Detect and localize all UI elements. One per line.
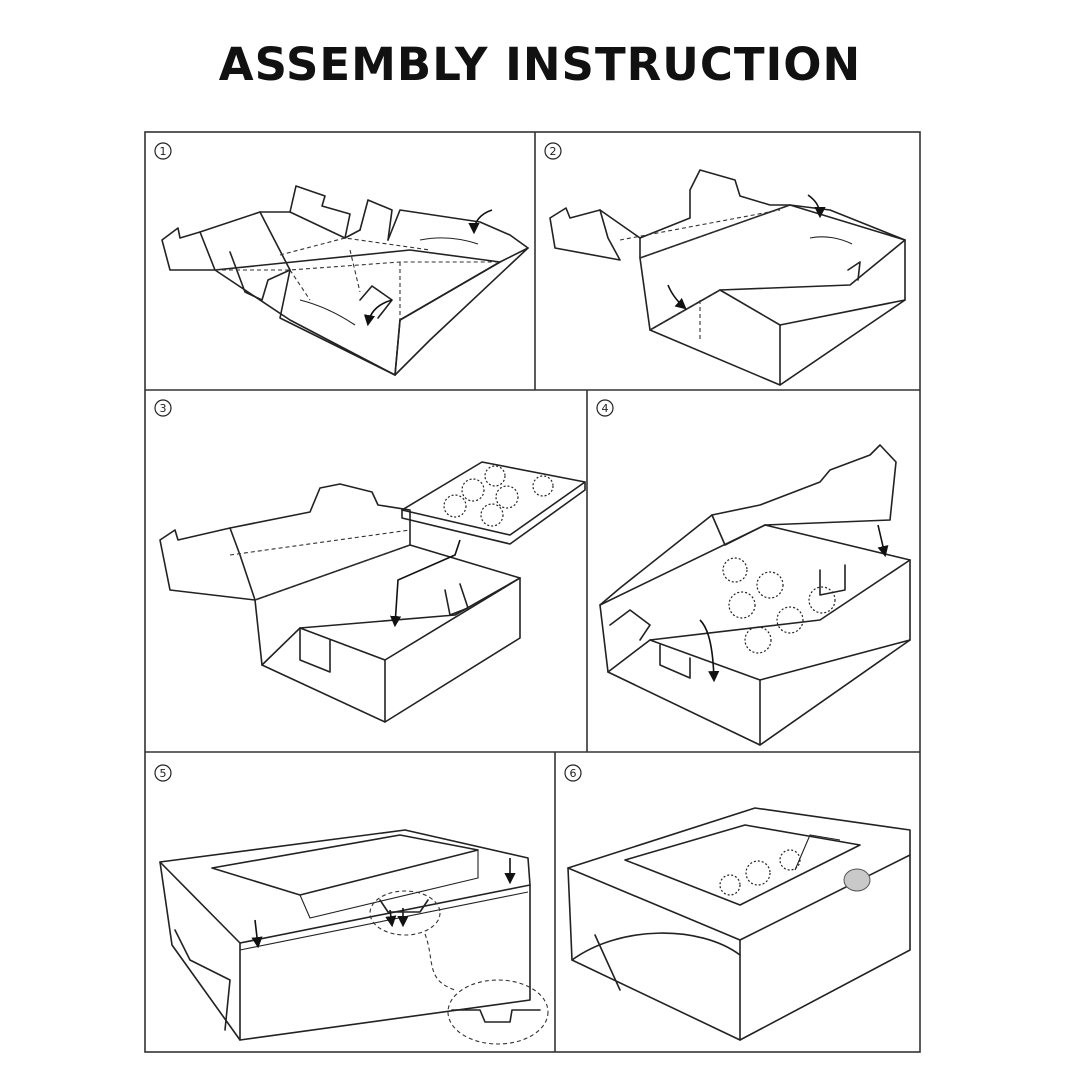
svg-text:4: 4 (602, 402, 609, 415)
step-badge-5: 5 (154, 764, 172, 782)
step-3-illustration (159, 461, 586, 723)
step-badge-1: 1 (154, 142, 172, 160)
step-5-illustration (159, 829, 549, 1045)
panel-frames (144, 131, 921, 1053)
svg-text:2: 2 (550, 145, 557, 158)
step-badge-2: 2 (544, 142, 562, 160)
tray-cup-holes (443, 465, 554, 527)
box-cup-holes (722, 557, 836, 654)
step-badge-4: 4 (596, 399, 614, 417)
svg-text:1: 1 (160, 145, 167, 158)
step-badge-3: 3 (154, 399, 172, 417)
step-4-illustration (599, 444, 911, 746)
page-title: ASSEMBLY INSTRUCTION (218, 38, 862, 91)
step-6-illustration (567, 807, 911, 1041)
step-1-illustration (161, 185, 529, 376)
step-2-illustration (549, 169, 906, 386)
svg-text:3: 3 (160, 402, 167, 415)
step-badge-6: 6 (564, 764, 582, 782)
window-cups (719, 849, 801, 896)
svg-text:6: 6 (570, 767, 577, 780)
svg-text:5: 5 (160, 767, 167, 780)
